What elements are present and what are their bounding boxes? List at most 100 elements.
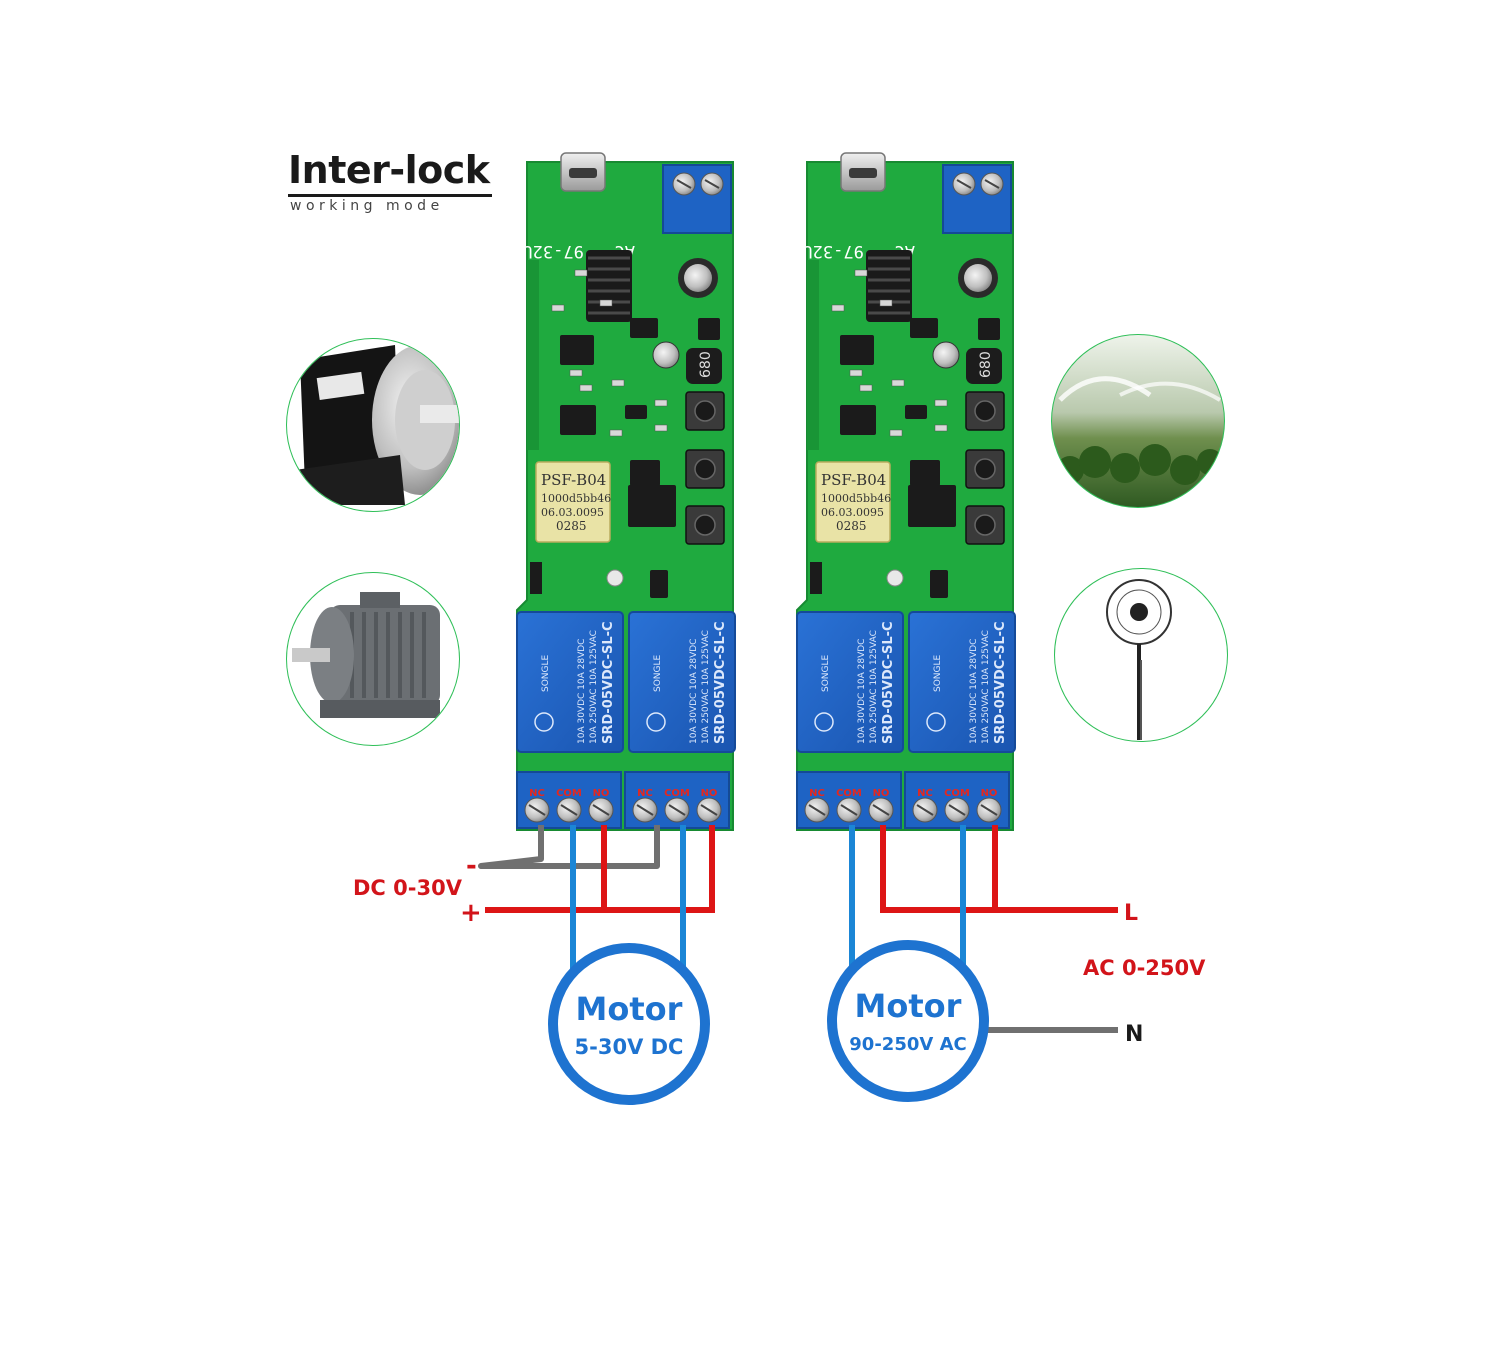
ic-chip	[978, 318, 1000, 340]
ic-chip	[908, 485, 956, 527]
relay-body	[516, 611, 624, 753]
left-motor: Motor 5-30V DC	[548, 943, 710, 1105]
led	[606, 569, 624, 587]
terminal-label: NO	[701, 788, 718, 799]
smd-resistor	[551, 304, 565, 312]
left-wiring	[478, 825, 715, 980]
screw-slot	[980, 804, 998, 816]
wifi-module-label: PSF-B04	[821, 471, 886, 489]
ic-chip	[650, 570, 668, 598]
terminal-label: NC	[637, 788, 653, 799]
left-positive-wire	[485, 825, 715, 913]
relay-model: SRD-05VDC-SL-C	[601, 621, 616, 744]
wifi-module-line: 0285	[556, 519, 587, 533]
title-underline	[288, 194, 492, 197]
smd-resistor	[654, 399, 668, 407]
capacitor-top	[684, 264, 712, 292]
ic-chip	[840, 335, 874, 365]
relay-logo-icon	[534, 712, 554, 732]
relay-rating-2: 10A 30VDC 10A 28VDC	[969, 639, 979, 744]
ic-chip	[930, 570, 948, 598]
relay-rating-1: 10A 250VAC 10A 125VAC	[701, 630, 711, 744]
inductor-label: 680	[978, 351, 994, 378]
ic-chip	[698, 318, 720, 340]
smd-resistor	[859, 384, 873, 392]
screw-slot	[592, 804, 610, 816]
smd-resistor	[579, 384, 593, 392]
terminal-label: NO	[873, 788, 890, 799]
induction-motor-photo	[286, 572, 460, 746]
relay-rating-1: 10A 250VAC 10A 125VAC	[589, 630, 599, 744]
ic-chip	[910, 318, 938, 338]
screw-slot	[704, 179, 720, 189]
dc-motor-photo	[286, 338, 460, 512]
left-plus-label: +	[460, 898, 482, 928]
smd-resistor	[599, 299, 613, 307]
terminal-label: COM	[664, 788, 690, 799]
smd-resistor	[569, 369, 583, 377]
relay-board-left: AC 97-32U680PSF-B041000d5bb4606.03.00950…	[516, 152, 736, 831]
jumper-header	[810, 562, 822, 594]
wifi-module-line: 06.03.0095	[821, 506, 884, 519]
relay-brand: SONGLE	[653, 654, 663, 692]
smd-resistor	[849, 369, 863, 377]
ic-chip	[910, 460, 940, 486]
relay-board-right: AC 97-32U680PSF-B041000d5bb4606.03.00950…	[796, 152, 1016, 831]
left-motor-title: Motor	[576, 990, 683, 1028]
ic-chip	[840, 405, 876, 435]
relay-brand: SONGLE	[933, 654, 943, 692]
jumper-header	[530, 562, 542, 594]
terminal-label: NO	[593, 788, 610, 799]
inductor	[686, 348, 722, 384]
smd-resistor	[854, 269, 868, 277]
terminal-label: COM	[556, 788, 582, 799]
screw-slot	[528, 804, 546, 816]
terminal-label: NC	[529, 788, 545, 799]
right-motor: Motor 90-250V AC	[827, 940, 989, 1102]
relay-brand: SONGLE	[541, 654, 551, 692]
smd-resistor	[609, 429, 623, 437]
smd-resistor	[611, 379, 625, 387]
terminal-label: COM	[836, 788, 862, 799]
screw-slot	[560, 804, 578, 816]
relay-logo-icon	[926, 712, 946, 732]
terminal-label: NC	[917, 788, 933, 799]
led	[886, 569, 904, 587]
relay-model: SRD-05VDC-SL-C	[881, 621, 896, 744]
relay-model: SRD-05VDC-SL-C	[713, 621, 728, 744]
relay-rating-1: 10A 250VAC 10A 125VAC	[869, 630, 879, 744]
ic-chip	[630, 460, 660, 486]
ic-chip	[905, 405, 927, 419]
right-motor-title: Motor	[855, 987, 962, 1025]
smd-resistor	[831, 304, 845, 312]
smd-resistor	[574, 269, 588, 277]
right-line-wire	[880, 825, 1118, 913]
button-cap	[694, 458, 716, 480]
ic-chip	[625, 405, 647, 419]
ic-chip	[628, 485, 676, 527]
right-line-label: L	[1124, 901, 1138, 926]
wifi-module-line: 06.03.0095	[541, 506, 604, 519]
smd-resistor	[889, 429, 903, 437]
button-cap	[694, 400, 716, 422]
screw-slot	[676, 179, 692, 189]
usb-port	[849, 168, 877, 178]
wifi-module	[535, 461, 611, 543]
power-terminal	[662, 164, 732, 234]
right-wiring	[849, 825, 1118, 1033]
usb-port	[569, 168, 597, 178]
right-supply-label: AC 0-250V	[1083, 956, 1206, 980]
smd-resistor	[654, 424, 668, 432]
terminal-label: NO	[981, 788, 998, 799]
relay-body	[908, 611, 1016, 753]
relay-logo-icon	[814, 712, 834, 732]
page-subtitle: working mode	[290, 198, 444, 214]
screw-slot	[808, 804, 826, 816]
relay-rating-2: 10A 30VDC 10A 28VDC	[689, 639, 699, 744]
screw-slot	[948, 804, 966, 816]
